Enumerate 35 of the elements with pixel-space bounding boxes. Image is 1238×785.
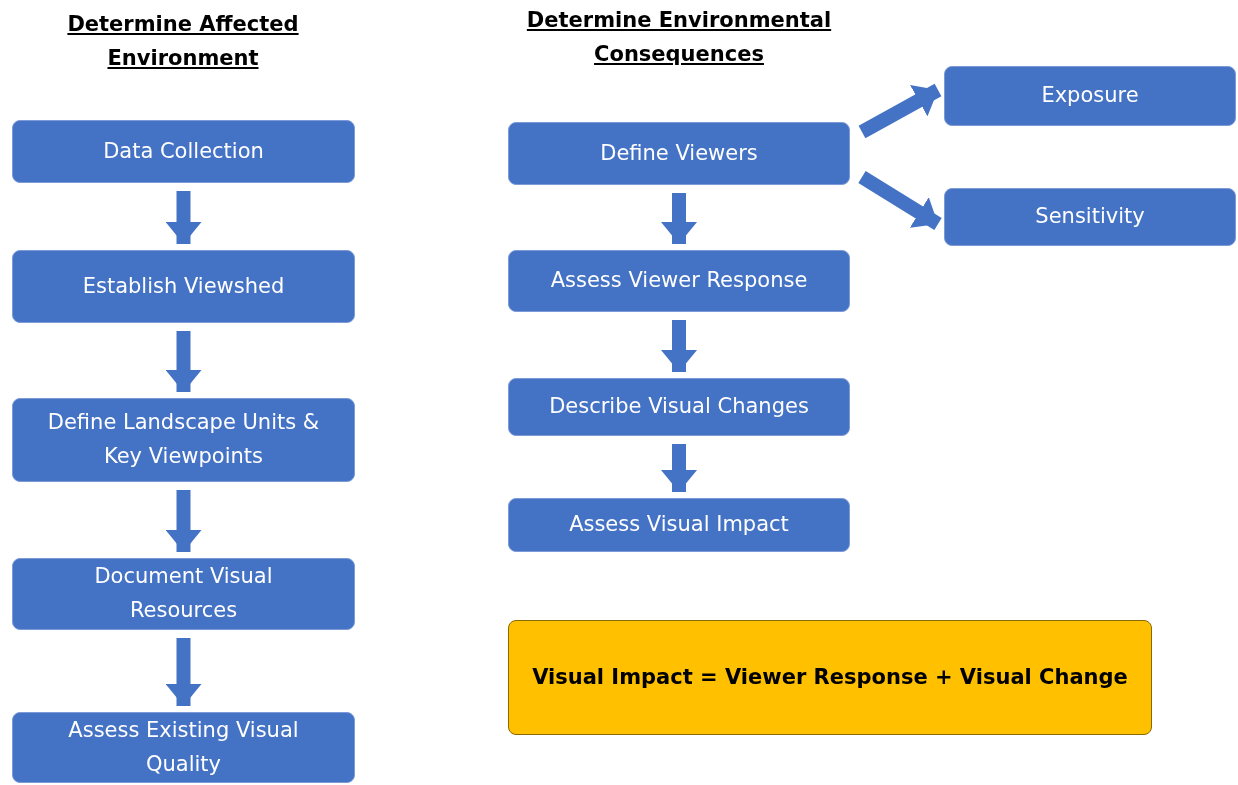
box-label: Sensitivity	[1035, 203, 1145, 231]
process-box	[12, 120, 355, 183]
block-arrow	[661, 320, 697, 372]
box-label: Document Visual Resources	[93, 563, 274, 624]
box-label: Data Collection	[103, 137, 264, 165]
block-arrow	[165, 638, 202, 706]
section-heading: Determine Environmental Consequences	[525, 7, 833, 68]
box-label: Define Landscape Units & Key Viewpoints	[46, 409, 321, 470]
process-box	[12, 558, 355, 630]
formula-box	[508, 620, 1152, 735]
block-arrow	[165, 191, 202, 244]
process-box	[508, 378, 850, 436]
box-label: Assess Viewer Response	[550, 267, 808, 295]
process-box	[944, 66, 1236, 126]
process-box	[508, 250, 850, 312]
block-arrow	[858, 171, 942, 230]
box-label: Establish Viewshed	[82, 272, 285, 300]
process-box	[508, 498, 850, 552]
process-box	[12, 398, 355, 482]
process-box	[12, 712, 355, 783]
box-label: Define Viewers	[600, 139, 758, 167]
box-label: Assess Existing Visual Quality	[67, 716, 300, 778]
box-label: Visual Impact = Viewer Response + Visual Change	[532, 663, 1128, 691]
process-box	[508, 122, 850, 185]
process-box	[944, 188, 1236, 246]
section-heading: Determine Affected Environment	[66, 11, 300, 72]
block-arrow	[858, 83, 942, 139]
block-arrow	[661, 444, 697, 492]
process-box	[12, 250, 355, 323]
block-arrow	[165, 331, 202, 392]
box-label: Assess Visual Impact	[569, 511, 789, 539]
block-arrow	[661, 193, 697, 244]
box-label: Describe Visual Changes	[549, 393, 809, 421]
block-arrow	[165, 490, 202, 552]
box-label: Exposure	[1041, 82, 1139, 110]
